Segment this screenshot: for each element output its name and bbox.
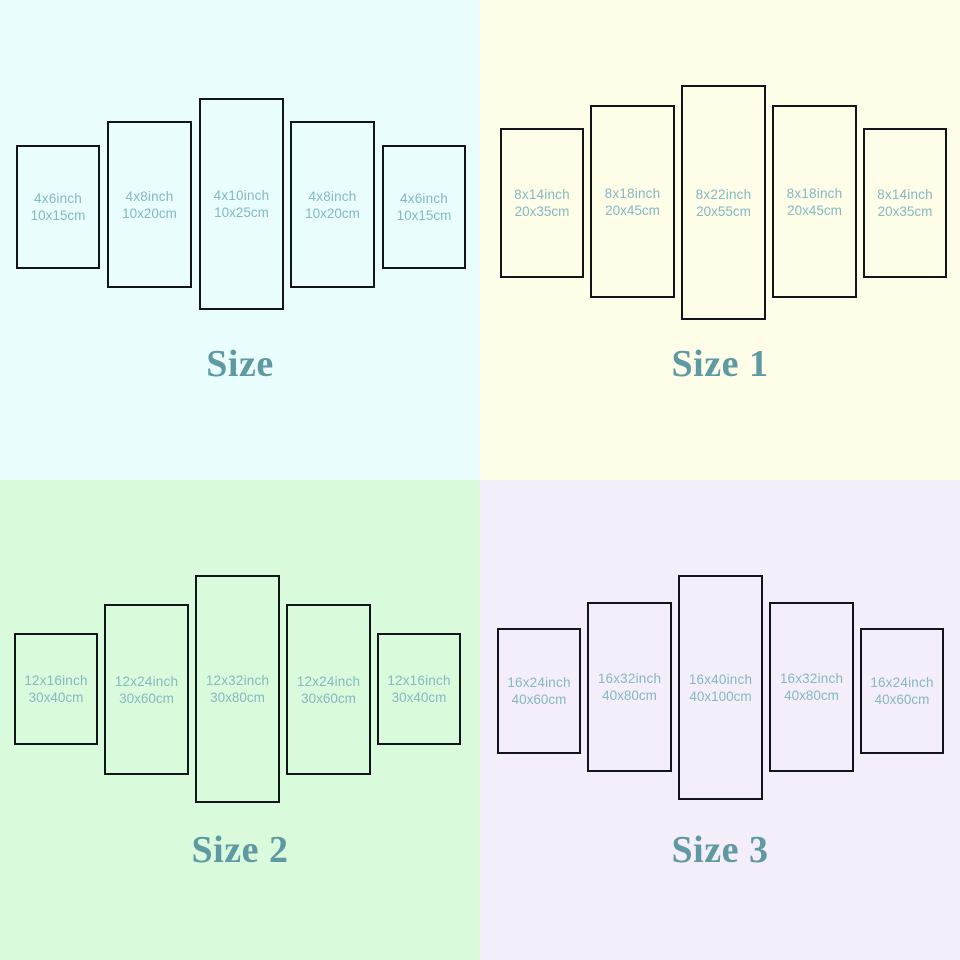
panel-label-inch: 4x6inch: [400, 191, 448, 206]
size-title-size-3: Size 3: [671, 829, 769, 871]
panel-label-cm: 20x45cm: [787, 202, 842, 218]
panel-label-inch: 12x24inch: [114, 673, 179, 689]
size-panel[interactable]: 16x24inch 40x60cm: [860, 628, 944, 754]
panel-label-inch: 12x16inch: [387, 673, 451, 688]
panel-label-inch: 8x14inch: [514, 187, 570, 202]
panel-label-inch: 16x40inch: [688, 671, 753, 687]
panel-label-inch: 12x24inch: [296, 673, 361, 689]
panel-label-cm: 10x20cm: [122, 205, 177, 221]
size-panel[interactable]: 4x10inch 10x25cm: [199, 98, 284, 310]
size-panel[interactable]: 8x14inch 20x35cm: [500, 128, 584, 278]
panel-label-inch: 4x10inch: [213, 188, 270, 203]
panel-label-cm: 40x60cm: [511, 692, 567, 707]
panel-label-inch: 4x6inch: [34, 191, 82, 206]
panel-label-cm: 10x15cm: [30, 208, 86, 223]
panel-label-inch: 8x18inch: [786, 185, 843, 201]
size-panel[interactable]: 8x14inch 20x35cm: [863, 128, 947, 278]
panel-group-size-3: 16x24inch 40x60cm 16x32inch 40x80cm 16x40inc…: [480, 480, 960, 810]
panel-label-cm: 20x55cm: [696, 203, 751, 219]
panel-label-cm: 30x60cm: [119, 690, 174, 706]
panel-label-inch: 16x24inch: [507, 675, 571, 690]
panel-label-inch: 16x32inch: [597, 671, 662, 686]
panel-label-cm: 40x80cm: [602, 688, 657, 703]
panel-label-inch: 12x32inch: [205, 673, 270, 688]
size-title-size-1: Size 1: [671, 343, 769, 385]
panel-label-cm: 10x20cm: [305, 205, 360, 221]
panel-label-inch: 8x22inch: [695, 186, 752, 202]
panel-label-inch: 4x8inch: [125, 188, 174, 204]
panel-label-inch: 8x18inch: [604, 185, 661, 201]
panel-label-cm: 30x60cm: [301, 690, 356, 706]
panel-label-cm: 40x80cm: [784, 688, 839, 703]
size-title-size-2: Size 2: [191, 829, 289, 871]
panel-label-cm: 20x45cm: [605, 202, 660, 218]
panel-label-cm: 20x35cm: [514, 204, 570, 219]
panel-label-cm: 40x60cm: [874, 692, 930, 707]
panel-label-cm: 10x25cm: [214, 205, 269, 220]
size-panel[interactable]: 12x16inch 30x40cm: [14, 633, 98, 745]
quadrant-size-3: 16x24inch 40x60cm 16x32inch 40x80cm 16x40inc…: [480, 480, 960, 960]
panel-label-cm: 30x80cm: [210, 690, 265, 705]
size-panel[interactable]: 4x6inch 10x15cm: [16, 145, 100, 269]
size-panel[interactable]: 12x16inch 30x40cm: [377, 633, 461, 745]
panel-label-cm: 30x40cm: [28, 690, 84, 705]
panel-label-cm: 20x35cm: [877, 204, 933, 219]
size-panel[interactable]: 16x32inch 40x80cm: [587, 602, 672, 772]
size-panel[interactable]: 4x6inch 10x15cm: [382, 145, 466, 269]
panel-label-inch: 12x16inch: [24, 673, 88, 688]
size-panel[interactable]: 16x24inch 40x60cm: [497, 628, 581, 754]
panel-label-inch: 16x32inch: [779, 671, 844, 686]
panel-label-cm: 40x100cm: [689, 688, 752, 704]
size-panel[interactable]: 12x32inch 30x80cm: [195, 575, 280, 803]
size-title-size: Size: [206, 343, 274, 385]
panel-label-cm: 30x40cm: [391, 690, 447, 705]
panel-label-inch: 16x24inch: [870, 675, 934, 690]
panel-label-inch: 8x14inch: [877, 187, 933, 202]
panel-label-inch: 4x8inch: [308, 188, 357, 204]
panel-label-cm: 10x15cm: [396, 208, 452, 223]
size-panel[interactable]: 16x32inch 40x80cm: [769, 602, 854, 772]
